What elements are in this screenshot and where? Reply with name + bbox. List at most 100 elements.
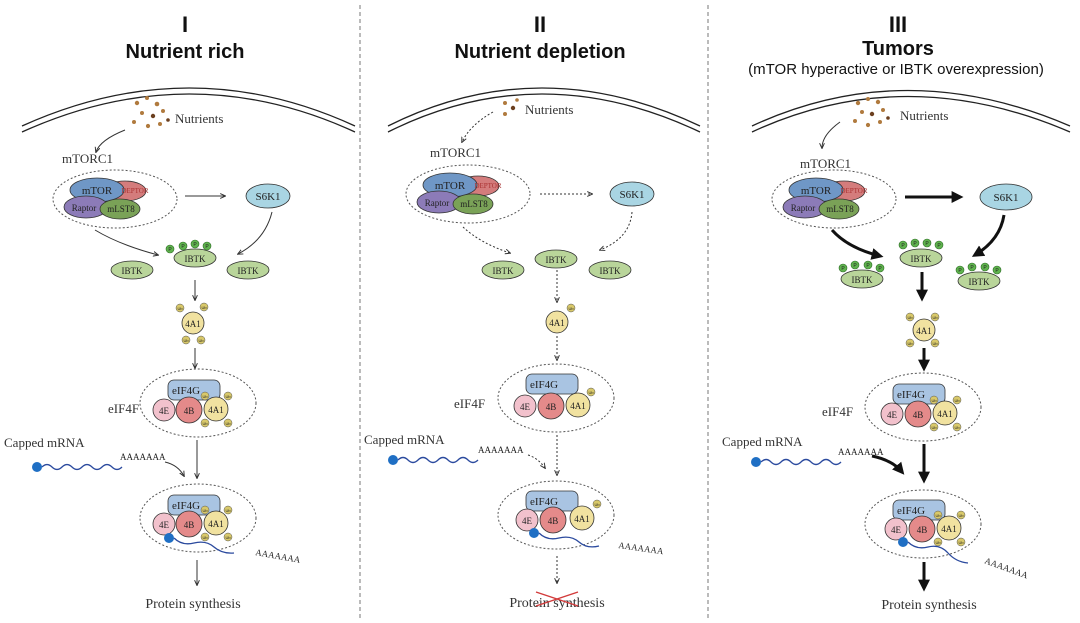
ubiquitin-glyph: Ub: [958, 540, 964, 545]
arrow: [238, 211, 273, 254]
mtor-label: mTOR: [435, 180, 466, 192]
ubiquitin-glyph: Ub: [198, 338, 204, 343]
s6k1-node: [979, 183, 1033, 211]
mtorc1-label: mTORC1: [62, 151, 113, 166]
ubiquitin-glyph: Ub: [177, 306, 183, 311]
4a1-label: 4A1: [208, 519, 224, 529]
4a1-label: 4A1: [937, 409, 953, 419]
arrow: [94, 229, 158, 255]
4a1-label: 4A1: [185, 319, 201, 329]
4b-label: 4B: [917, 525, 928, 535]
mtorc1-complex: mTOR DEPTOR Raptor mLST8: [52, 169, 178, 229]
ubiquitin-glyph: Ub: [225, 508, 231, 513]
ubiquitin-glyph: Ub: [935, 513, 941, 518]
mtor-label: mTOR: [801, 185, 832, 197]
eif4f-label: eIF4F: [108, 401, 139, 416]
ibtk-label: IBTK: [969, 277, 990, 287]
4b-label: 4B: [548, 516, 559, 526]
panel-title: Nutrient rich: [126, 41, 245, 63]
phospho-glyph: P: [983, 265, 987, 271]
4a1-label: 4A1: [941, 524, 957, 534]
ubiquitin-glyph: Ub: [931, 425, 937, 430]
ubiquitin-glyph: Ub: [907, 341, 913, 346]
s6k1-node: [245, 183, 291, 209]
phospho-glyph: P: [193, 242, 197, 248]
phospho-glyph: P: [181, 244, 185, 250]
ibtk-label: IBTK: [185, 254, 206, 264]
mlst8-label: mLST8: [826, 204, 854, 214]
4a1-label: 4A1: [570, 401, 586, 411]
arrow: [600, 211, 633, 250]
arrow: [96, 129, 126, 152]
4e-label: 4E: [520, 402, 531, 412]
4a1-label: 4A1: [208, 405, 224, 415]
raptor-label: Raptor: [72, 203, 97, 213]
4e-label: 4E: [887, 410, 898, 420]
mrna-cap: [751, 457, 761, 467]
ibtk-group: IBTK IBTK IBTK: [110, 239, 270, 280]
ubiquitin-glyph: Ub: [183, 338, 189, 343]
phospho-glyph: P: [168, 247, 172, 253]
4e-label: 4E: [159, 520, 170, 530]
deptor-label: DEPTOR: [840, 187, 867, 195]
ubiquitin-glyph: Ub: [225, 394, 231, 399]
phospho-glyph: P: [901, 243, 905, 249]
cell-membrane: [21, 87, 356, 127]
ubiquitin-glyph: Ub: [201, 305, 207, 310]
4e-label: 4E: [159, 406, 170, 416]
deptor-label: DEPTOR: [474, 182, 501, 190]
ibtk-group: IBTK IBTK IBTK: [481, 249, 632, 280]
ibtk-label: IBTK: [238, 266, 259, 276]
eif4f-label: eIF4F: [822, 404, 853, 419]
panel-title: Tumors: [862, 38, 934, 60]
capped-mrna-label: Capped mRNA: [4, 435, 85, 450]
ubiquitin-glyph: Ub: [225, 421, 231, 426]
ubiquitin-glyph: Ub: [202, 535, 208, 540]
4a1-label: 4A1: [549, 318, 565, 328]
eif4g-label: eIF4G: [172, 500, 200, 512]
capped-mrna-label: Capped mRNA: [722, 434, 803, 449]
mtorc1-label: mTORC1: [430, 145, 481, 160]
phospho-glyph: P: [970, 265, 974, 271]
mlst8-label: mLST8: [460, 199, 488, 209]
bold-arrow: [971, 214, 1006, 257]
eif4f-complex: eIF4G 4E 4B 4A1: [864, 372, 982, 442]
4b-label: 4B: [184, 406, 195, 416]
panel-nutrient-depletion: II Nutrient depletion Nutrients mTORC1 m…: [364, 12, 701, 611]
panel-numeral: I: [182, 12, 188, 37]
panel-tumors: III Tumors (mTOR hyperactive or IBTK ove…: [722, 12, 1071, 613]
phospho-glyph: P: [841, 266, 845, 272]
cell-membrane: [387, 87, 701, 127]
bold-arrow: [830, 228, 884, 260]
bold-arrow: [871, 454, 905, 475]
eif4g-label: eIF4G: [530, 496, 558, 508]
panel-subtitle: (mTOR hyperactive or IBTK overexpression…: [748, 61, 1044, 78]
polya-label: AAAAAAA: [838, 447, 884, 457]
mlst8-label: mLST8: [107, 204, 135, 214]
4a1-label: 4A1: [916, 326, 932, 336]
arrow: [164, 461, 184, 476]
nutrient-dots: [503, 98, 519, 116]
protein-synthesis-label: Protein synthesis: [881, 598, 976, 613]
4e-label: 4E: [522, 516, 533, 526]
phospho-glyph: P: [878, 266, 882, 272]
ibtk-label: IBTK: [600, 266, 621, 276]
nutrient-dots: [132, 96, 170, 129]
s6k1-label: S6K1: [255, 191, 280, 203]
translation-complex: eIF4G 4E 4B 4A1: [864, 489, 982, 564]
s6k1-label: S6K1: [619, 189, 644, 201]
polya-label: AAAAAAA: [255, 547, 302, 565]
ibtk-label: IBTK: [546, 255, 567, 265]
protein-synthesis-label: Protein synthesis: [145, 597, 240, 612]
mtorc1-label: mTORC1: [800, 156, 851, 171]
eif4g-label: eIF4G: [897, 505, 925, 517]
mtorc1-complex: mTOR DEPTOR Raptor mLST8: [771, 169, 897, 229]
ubiquitin-glyph: Ub: [907, 315, 913, 320]
panel-title: Nutrient depletion: [454, 41, 625, 63]
raptor-label: Raptor: [425, 198, 450, 208]
panel-numeral: III: [889, 12, 907, 37]
ubiquitin-glyph: Ub: [594, 502, 600, 507]
